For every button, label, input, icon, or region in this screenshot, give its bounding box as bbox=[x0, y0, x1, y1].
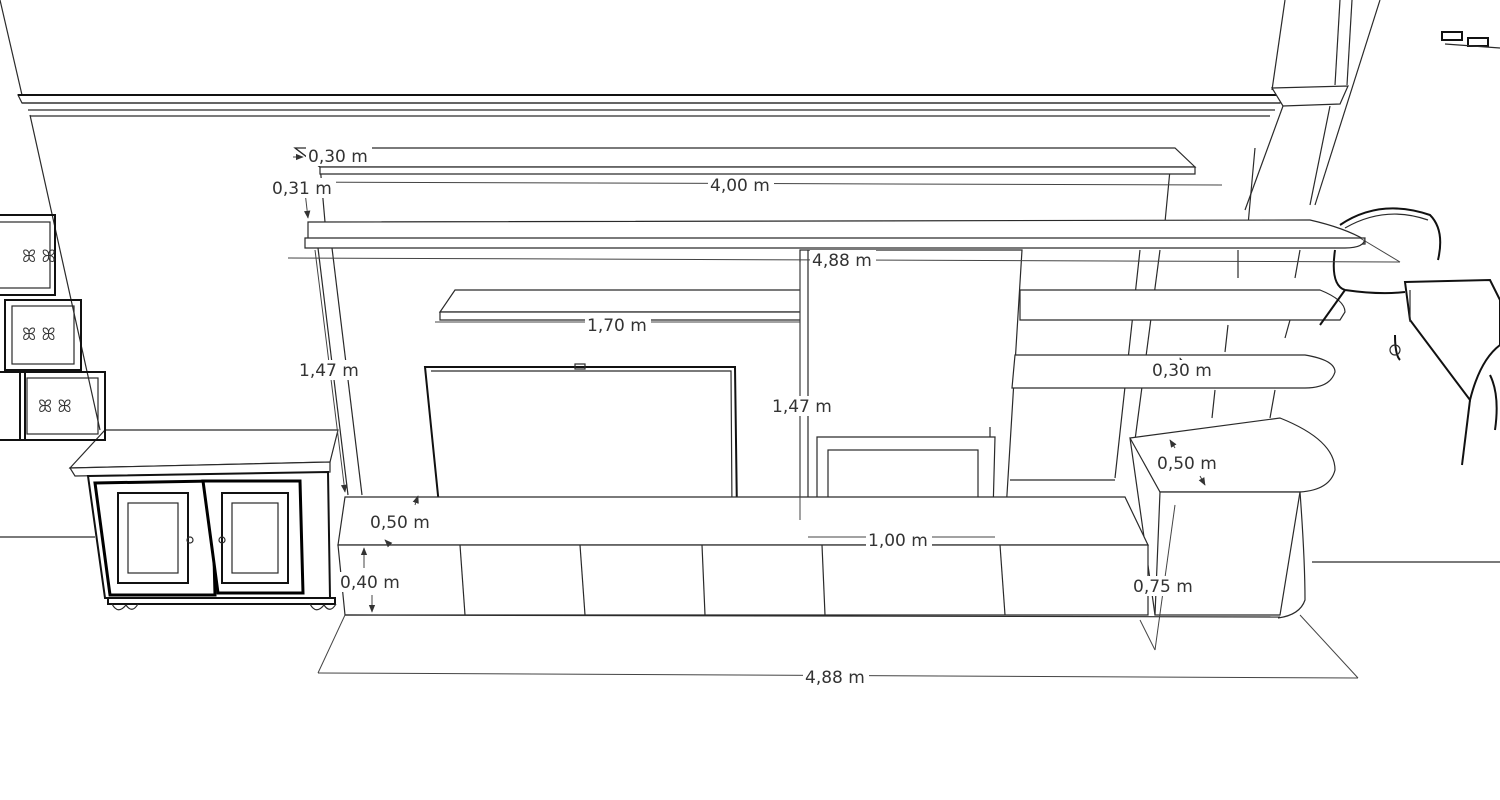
total-width-label: 4,88 m bbox=[805, 668, 865, 688]
tv bbox=[423, 363, 739, 516]
top-shelf bbox=[293, 147, 1197, 175]
top-right-ornament bbox=[1441, 31, 1500, 49]
top-gap-label: 0,31 m bbox=[272, 179, 332, 199]
left-panel-height-label: 1,47 m bbox=[299, 361, 359, 381]
butterfly-icon: ꕤ ꕤ bbox=[22, 325, 56, 345]
top-shelf-width-label: 4,00 m bbox=[710, 176, 770, 196]
side-cabinet bbox=[68, 429, 339, 611]
side-table bbox=[1389, 278, 1500, 466]
base-height-label: 0,40 m bbox=[340, 573, 400, 593]
top-shelf-depth-label: 0,30 m bbox=[308, 147, 368, 167]
main-shelf bbox=[304, 219, 1366, 249]
base-unit bbox=[337, 496, 1281, 618]
butterfly-icon: ꕤ ꕤ bbox=[38, 397, 72, 417]
butterfly-icon: ꕤ ꕤ bbox=[22, 247, 56, 267]
main-shelf-width-label: 4,88 m bbox=[812, 251, 872, 271]
crown-moulding bbox=[17, 85, 1349, 211]
right-shelf-depth-label: 0,30 m bbox=[1152, 361, 1212, 381]
corner-unit-depth-label: 0,50 m bbox=[1157, 454, 1217, 474]
fireplace-width-label: 1,00 m bbox=[868, 531, 928, 551]
base-depth-label: 0,50 m bbox=[370, 513, 430, 533]
corner-unit-height-label: 0,75 m bbox=[1133, 577, 1193, 597]
wall-tiles: ꕤ ꕤ ꕤ ꕤ ꕤ ꕤ bbox=[0, 214, 106, 441]
dimension-labels: 0,30 m 0,31 m 4,00 m 4,88 m 1,70 m 1,47 … bbox=[270, 146, 1221, 688]
small-shelf-width-label: 1,70 m bbox=[587, 316, 647, 336]
center-panel-height-label: 1,47 m bbox=[772, 397, 832, 417]
armchair bbox=[1319, 207, 1442, 326]
